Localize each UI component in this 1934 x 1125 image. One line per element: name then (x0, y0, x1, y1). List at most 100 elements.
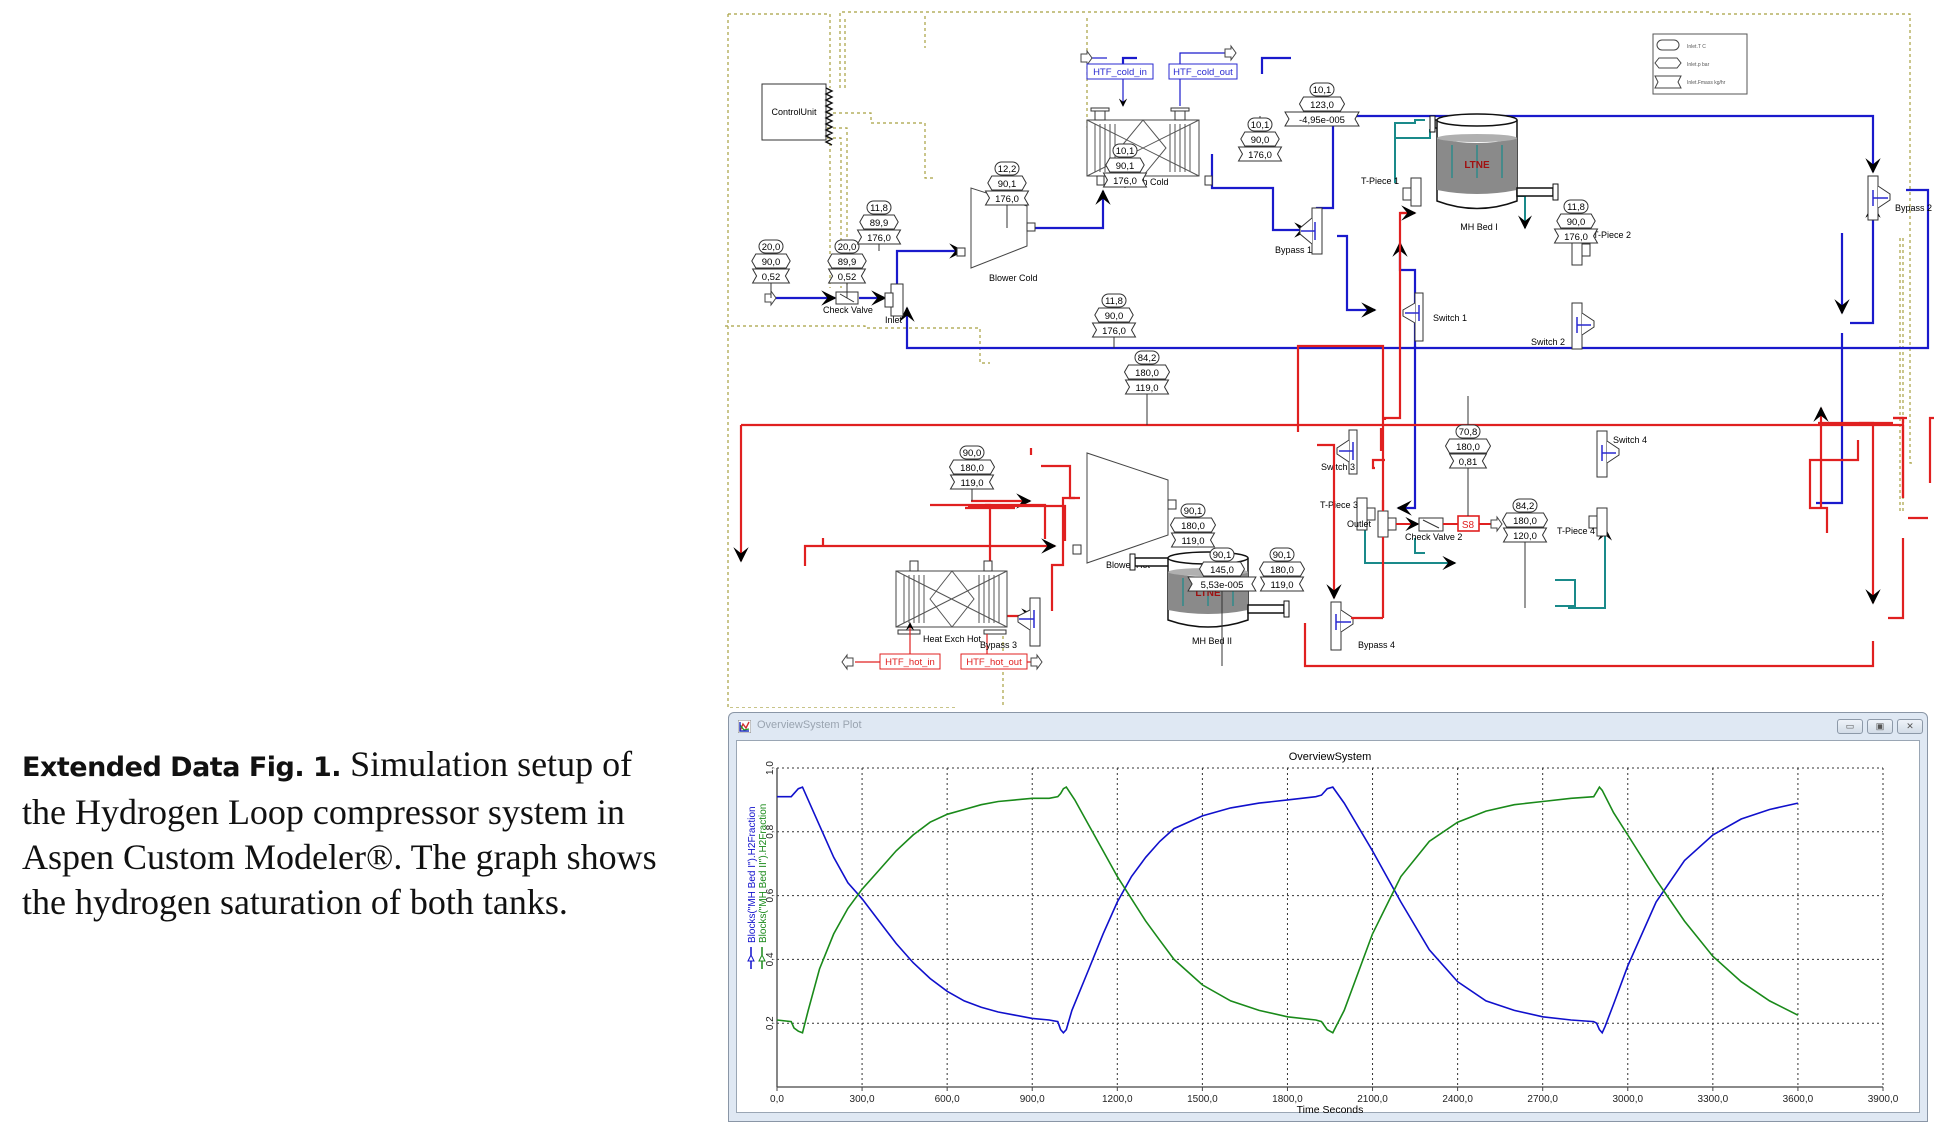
switch-3-shape[interactable]: Switch 3 (1321, 429, 1358, 475)
legend-item-pressure: Inlet.p bar (1687, 62, 1710, 68)
tag-pressure: 180,0 (1270, 565, 1294, 576)
oval-tag-icon (1656, 39, 1680, 51)
bypass-1-block[interactable]: Bypass 1 (1275, 207, 1323, 255)
hot-inlet-arrow-icon (841, 653, 854, 671)
tag-pressure: 180,0 (1456, 442, 1480, 453)
x-tick-label: 3300,0 (1698, 1094, 1729, 1105)
blower-hot-label: Blower Hot (1106, 560, 1151, 570)
switch-2-block[interactable]: Switch 2 (1531, 302, 1595, 350)
heat-exchanger-hot-body[interactable]: Heat Exch Hot (895, 560, 1008, 644)
htf-hot-ports[interactable]: HTF_hot_in HTF_hot_out (841, 622, 1043, 671)
tag-temperature: 20,0 (762, 242, 781, 253)
y-tick-label: 1,0 (765, 761, 776, 775)
plot-app-icon (738, 720, 751, 733)
tag-temperature: 20,0 (838, 242, 857, 253)
y-tick-label: 0,2 (765, 1016, 776, 1030)
switch-4-block[interactable]: Switch 4 (1596, 430, 1647, 478)
chart-series (776, 785, 1799, 1035)
legend-entry-mh-bed-1: Blocks("MH Bed I").H2Fraction (747, 806, 758, 943)
ltne-label: LTNE (1464, 160, 1490, 171)
legend-entry-mh-bed-2: Blocks("MH Bed II").H2Fraction (758, 804, 769, 943)
tag-massflow: 176,0 (1102, 326, 1126, 337)
htf-cold-in-label: HTF_cold_in (1093, 67, 1147, 78)
tag-pressure: 90,1 (1116, 161, 1135, 172)
bypass-1-label: Bypass 1 (1275, 245, 1312, 255)
maximize-button[interactable]: ▣ (1867, 719, 1893, 734)
series-line-mh-bed-2 (776, 785, 1799, 1034)
check-valve-2-block[interactable]: Check Valve 2 S8 (1396, 396, 1503, 542)
mh-bed-1-block[interactable]: LTNE MH Bed I (1429, 113, 1559, 232)
bypass-3-block[interactable]: Bypass 3 (980, 597, 1041, 650)
tag-temperature: 12,2 (998, 164, 1017, 175)
tag-temperature: 10,1 (1116, 146, 1135, 157)
s8-label: S8 (1462, 520, 1475, 531)
tag-massflow: 176,0 (1248, 150, 1272, 161)
t-piece-2-label: T-Piece 2 (1593, 230, 1631, 240)
tag-temperature: 90,1 (1213, 550, 1232, 561)
switch-1-block[interactable]: Switch 1 (1402, 292, 1467, 342)
control-unit-block[interactable]: ControlUnit (761, 83, 834, 146)
t-piece-1-block[interactable]: T-Piece 1 (1361, 176, 1422, 207)
inlet-label: Inlet (885, 315, 903, 325)
x-tick-label: 600,0 (935, 1094, 960, 1105)
t-piece-3-block[interactable]: T-Piece 3 (1320, 497, 1376, 531)
plot-window-titlebar[interactable]: OverviewSystem Plot ▭ ▣ ✕ (729, 713, 1927, 739)
x-tick-label: 2400,0 (1442, 1094, 1473, 1105)
x-tick-label: 3600,0 (1783, 1094, 1814, 1105)
blower-hot-block[interactable]: Blower Hot (1072, 452, 1177, 570)
y-tick-label: 0,6 (765, 888, 776, 902)
htf-hot-out-label: HTF_hot_out (966, 657, 1022, 668)
tag-massflow: 0,52 (762, 272, 781, 283)
check-valve-label: Check Valve (823, 305, 873, 315)
x-axis-label: Time Seconds (1297, 1104, 1364, 1114)
stream-tag-after-check-valve[interactable]: 20,089,90,52 (827, 239, 867, 298)
outlet-streams (1296, 344, 1385, 620)
htf-cold-out-label: HTF_cold_out (1173, 67, 1233, 78)
t-piece-4-block[interactable]: T-Piece 4 (1557, 507, 1608, 537)
tag-pressure: 90,0 (762, 257, 781, 268)
tag-massflow: 176,0 (1113, 176, 1137, 187)
inlet-tee-block[interactable]: Inlet (884, 283, 904, 325)
mh-bed-1-label: MH Bed I (1460, 222, 1498, 232)
plot-window[interactable]: OverviewSystem Plot ▭ ▣ ✕ OverviewSystem… (728, 712, 1928, 1122)
bypass-2-block[interactable]: Bypass 2 (1867, 175, 1932, 221)
x-tick-label: 3900,0 (1868, 1094, 1899, 1105)
close-button[interactable]: ✕ (1897, 719, 1923, 734)
htf-cold-ports[interactable]: HTF_cold_in HTF_cold_out (1080, 44, 1238, 107)
tag-pressure: 180,0 (960, 463, 984, 474)
switch-2-label: Switch 2 (1531, 337, 1565, 347)
tag-pressure: 89,9 (870, 218, 889, 229)
tag-temperature: 10,1 (1313, 85, 1332, 96)
minimize-button[interactable]: ▭ (1837, 719, 1863, 734)
tag-temperature: 70,8 (1459, 427, 1478, 438)
switch-1-label: Switch 1 (1433, 313, 1467, 323)
control-ports-icon (824, 87, 834, 146)
x-tick-label: 2700,0 (1527, 1094, 1558, 1105)
stream-tag-feed[interactable]: 20,0 90,0 0,52 (751, 239, 791, 298)
check-valve-block[interactable]: Check Valve (764, 289, 873, 315)
product-arrow-icon (1224, 44, 1237, 62)
blower-cold-block[interactable]: Blower Cold (956, 187, 1038, 283)
y-tick-label: 0,8 (765, 824, 776, 838)
flowsheet-diagram: ControlUnit Inlet.T C Inlet.p bar Inlet.… (725, 11, 1934, 708)
stream-tag-hx-cold-out[interactable]: 10,1 90,1 176,0 (1102, 143, 1148, 188)
legend-marker-icon (758, 953, 766, 962)
bypass-4-block[interactable]: Bypass 4 (1330, 601, 1395, 651)
heat-exch-hot-label: Heat Exch Hot (923, 634, 982, 644)
